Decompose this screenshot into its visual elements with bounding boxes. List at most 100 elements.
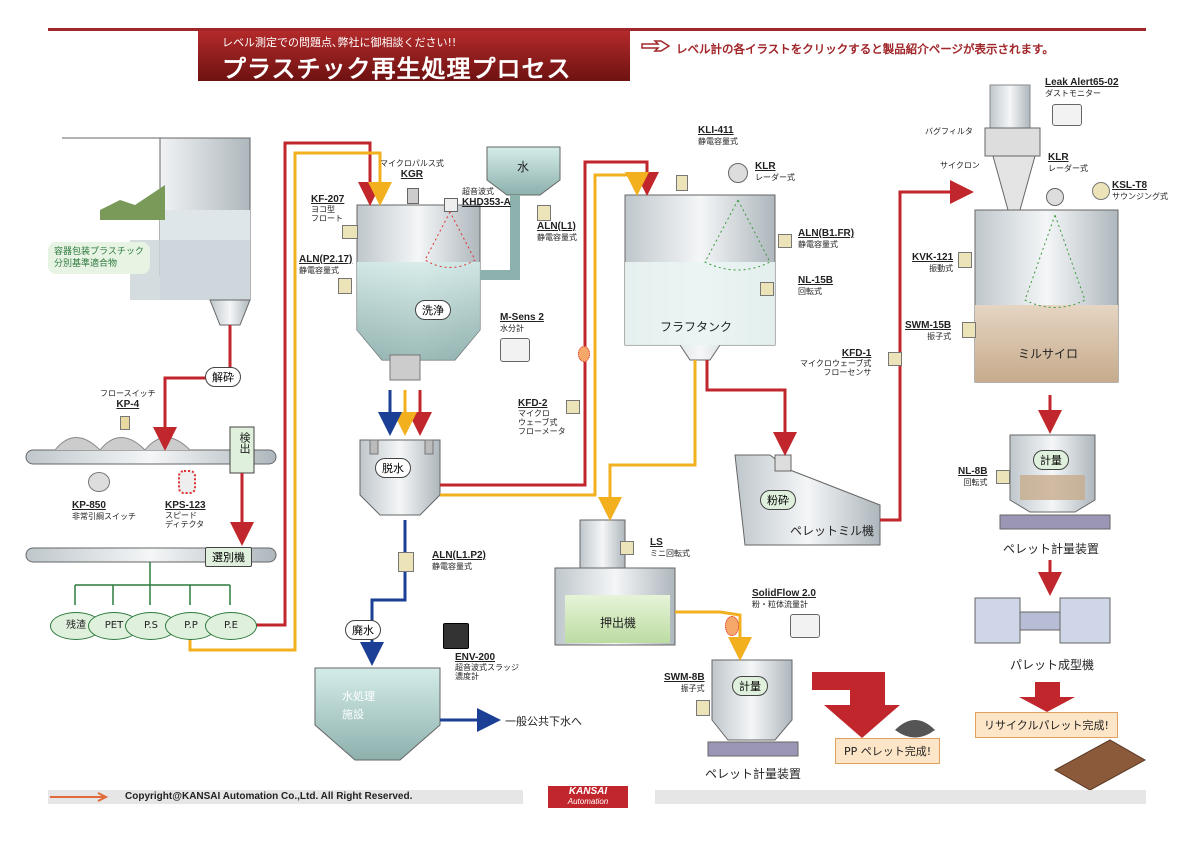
instrument-swm8b[interactable]: SWM-8B 振子式 [664, 672, 705, 694]
mill-silo [974, 84, 1119, 383]
solidflow-desc: 粉・粒体流量計 [752, 600, 808, 609]
kgr-desc: マイクロパルス式 [380, 159, 444, 168]
nl15b-sensor-icon[interactable] [760, 282, 774, 296]
footer-arrow-icon [50, 792, 109, 802]
instrument-nl15b[interactable]: NL-15B 回転式 [798, 275, 833, 297]
instrument-khd353a[interactable]: 超音波式 KHD353-A [462, 186, 511, 208]
swm15b-sensor-icon[interactable] [962, 322, 976, 338]
kslt8-model: KSL-T8 [1112, 180, 1147, 191]
pellet-weigher-2 [999, 434, 1111, 530]
swm8b-model: SWM-8B [664, 672, 705, 683]
wash-tank [356, 204, 481, 381]
instrument-klr-1[interactable]: KLR レーダー式 [755, 161, 795, 183]
klr2-desc: レーダー式 [1048, 164, 1088, 173]
instrument-nl8b[interactable]: NL-8B 回転式 [958, 466, 987, 488]
instrument-env200[interactable]: ENV-200 超音波式スラッジ 濃度計 [455, 652, 519, 681]
label-pellet-weigher-1: ペレット計量装置 [705, 767, 802, 781]
klr2-radar-icon[interactable] [1046, 188, 1064, 206]
label-pellet-weigher-2: ペレット計量装置 [1003, 542, 1100, 556]
arrow-pp-done [812, 672, 900, 738]
nl15b-model: NL-15B [798, 275, 834, 286]
instrument-kli411[interactable]: KLI-411 静電容量式 [698, 125, 738, 147]
instrument-kfd1[interactable]: KFD-1 マイクロウェーブ式 フローセンサ [800, 348, 871, 377]
instrument-kf207[interactable]: KF-207 ヨコ型 フロート [311, 194, 344, 223]
instrument-kfd2[interactable]: KFD-2 マイクロ ウェーブ式 フローメータ [518, 398, 566, 436]
instrument-solidflow[interactable]: SolidFlow 2.0 粉・粒体流量計 [752, 588, 816, 610]
flow-dewater-to-drain [360, 520, 407, 666]
instrument-kgr[interactable]: マイクロパルス式 KGR [380, 158, 444, 180]
msens2-probe-icon[interactable] [578, 346, 590, 362]
solidflow-unit-icon[interactable] [790, 614, 820, 638]
kvk121-sensor-icon[interactable] [958, 252, 972, 268]
kps123-detector-icon[interactable] [178, 470, 196, 494]
label-sewer: 一般公共下水へ [505, 715, 582, 728]
kgr-probe-icon[interactable] [407, 188, 419, 204]
khd353a-sensor-icon[interactable] [444, 198, 458, 212]
kfd2-sensor-icon[interactable] [566, 400, 580, 414]
alnl1-sensor-icon[interactable] [537, 205, 551, 221]
page-title: プラスチック再生処理プロセス [222, 55, 572, 83]
kli411-probe-icon[interactable] [676, 175, 688, 191]
alnl1p2-sensor-icon[interactable] [398, 552, 414, 572]
kfd2-model: KFD-2 [518, 398, 548, 409]
klr1-model: KLR [755, 161, 776, 172]
instrument-swm15b[interactable]: SWM-15B 振子式 [905, 320, 951, 342]
instrument-aln-b1fr[interactable]: ALN(B1.FR) 静電容量式 [798, 228, 854, 250]
instrument-ls[interactable]: LS ミニ回転式 [650, 537, 690, 559]
klr1-radar-icon[interactable] [728, 163, 748, 183]
instrument-aln-p217[interactable]: ALN(P2.17) 静電容量式 [299, 254, 352, 276]
recycle-pallet-icon [1053, 739, 1147, 791]
alnp217-sensor-icon[interactable] [338, 278, 352, 294]
khd353a-desc: 超音波式 [462, 187, 494, 196]
instrument-kps123[interactable]: KPS-123 スピード ディテクタ [165, 500, 206, 529]
kp4-sensor-icon[interactable] [120, 416, 130, 430]
instrument-aln-l1[interactable]: ALN(L1) 静電容量式 [537, 221, 577, 243]
alnl1p2-model: ALN(L1.P2) [432, 550, 486, 561]
msens2-model: M-Sens 2 [500, 312, 544, 323]
kf207-model: KF-207 [311, 194, 345, 205]
nl8b-desc: 回転式 [963, 478, 988, 487]
label-pp-done: PP ペレット完成! [835, 738, 941, 764]
copyright: Copyright@KANSAI Automation Co.,Ltd. All… [125, 791, 413, 802]
ultrasonic-beam-icon [424, 210, 476, 268]
instrument-klr-2[interactable]: KLR レーダー式 [1048, 152, 1088, 174]
leakalert-unit-icon[interactable] [1052, 104, 1082, 126]
msens2-unit-icon[interactable] [500, 338, 530, 362]
klr1-desc: レーダー式 [755, 173, 795, 182]
ls-sensor-icon[interactable] [620, 541, 634, 555]
kslt8-sensor-icon[interactable] [1092, 182, 1110, 200]
leakalert-model: Leak Alert65-02 [1045, 77, 1119, 88]
kfd2-desc: マイクロ ウェーブ式 フローメータ [518, 409, 566, 436]
instrument-aln-l1p2[interactable]: ALN(L1.P2) 静電容量式 [432, 550, 486, 572]
kp850-switch-icon[interactable] [88, 472, 110, 492]
alnp217-model: ALN(P2.17) [299, 254, 353, 265]
instrument-kp4[interactable]: フロースイッチ KP-4 [100, 388, 156, 410]
env200-unit-icon[interactable] [443, 623, 469, 649]
title-banner: レベル測定での問題点､弊社に御相談ください!! プラスチック再生処理プロセス [198, 31, 630, 83]
nl15b-desc: 回転式 [798, 287, 822, 296]
instrument-kslt8[interactable]: KSL-T8 サウンジング式 [1112, 180, 1168, 202]
ls-model: LS [650, 537, 663, 548]
swm8b-sensor-icon[interactable] [696, 700, 710, 716]
instrument-msens2[interactable]: M-Sens 2 水分計 [500, 312, 544, 334]
swm8b-desc: 振子式 [680, 684, 705, 693]
label-weigh-1: 計量 [732, 676, 768, 696]
label-crush: 解砕 [205, 367, 241, 387]
alnb1fr-sensor-icon[interactable] [778, 234, 792, 248]
instrument-kvk121[interactable]: KVK-121 振動式 [912, 252, 953, 274]
instrument-kp850[interactable]: KP-850 非常引綱スイッチ [72, 500, 136, 522]
kli411-desc: 静電容量式 [698, 137, 738, 146]
nl8b-sensor-icon[interactable] [996, 470, 1010, 484]
leakalert-desc: ダストモニター [1045, 89, 1101, 98]
water-treatment-tank [314, 667, 441, 761]
kfd1-sensor-icon[interactable] [888, 352, 902, 366]
pellet-pile-icon [895, 720, 935, 738]
kgr-model: KGR [400, 169, 424, 180]
kfd1-model: KFD-1 [841, 348, 872, 359]
env200-desc: 超音波式スラッジ 濃度計 [455, 663, 519, 681]
solidflow-probe-icon[interactable] [725, 616, 739, 636]
instrument-leakalert[interactable]: Leak Alert65-02 ダストモニター [1045, 77, 1119, 99]
flow-extruder-to-weigh [675, 610, 752, 661]
kf207-float-icon[interactable] [342, 225, 358, 239]
flow-fluff-to-mill [705, 360, 797, 456]
